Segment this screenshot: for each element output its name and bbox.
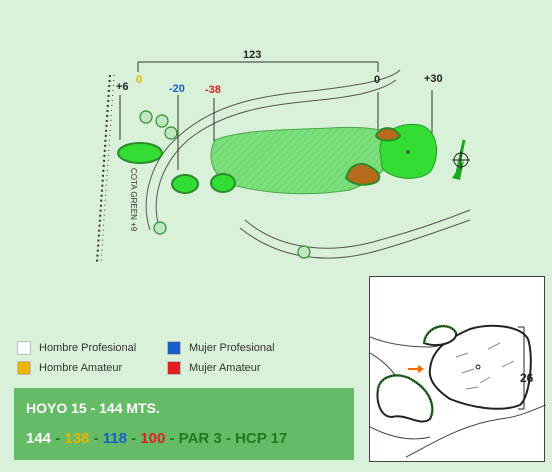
cart-path — [145, 69, 401, 231]
legend-swatch — [17, 341, 31, 355]
separator: - — [51, 430, 65, 447]
green-detail-inset: 26 — [369, 276, 547, 462]
tee-red — [210, 173, 236, 193]
legend-item: Mujer Amateur — [167, 361, 261, 375]
out-of-bounds-line — [96, 74, 115, 263]
bunker-left — [374, 127, 402, 142]
compass-icon — [452, 151, 470, 169]
legend-swatch — [167, 361, 181, 375]
legend-label: Hombre Amateur — [39, 362, 123, 374]
bunker-front — [344, 162, 381, 186]
tee-lady-pro-label: -20 — [169, 83, 185, 95]
detail-arrow-icon — [408, 365, 424, 373]
legend-swatch — [167, 341, 181, 355]
legend-label: Mujer Profesional — [189, 342, 275, 354]
green-depth-label: 26 — [520, 371, 534, 385]
women-pro-distance: 118 — [102, 430, 127, 447]
women-amateur-distance: 100 — [140, 430, 166, 447]
men-amateur-distance: 138 — [64, 430, 90, 447]
legend-item: Hombre Amateur — [17, 361, 122, 375]
legend-swatch — [17, 361, 31, 375]
separator: - — [221, 430, 236, 447]
legend-item: Mujer Profesional — [167, 341, 275, 355]
tee-blue — [171, 174, 199, 194]
par-label: PAR 3 — [178, 430, 222, 447]
hcp-label: HCP 17 — [235, 430, 288, 447]
green-back-label: +30 — [424, 73, 443, 85]
hole-yardage-line: 144 - 138 - 118 - 100 - PAR 3 - HCP 17 — [26, 430, 287, 447]
hole-info-box: HOYO 15 - 144 MTS. 144 - 138 - 118 - 100… — [14, 388, 354, 460]
men-pro-distance: 144 — [26, 430, 52, 447]
green-detail-drawing: 26 — [369, 324, 547, 458]
tee-white-pro-label: +6 — [116, 81, 129, 93]
green-elevation-label: COTA GREEN +9 — [129, 168, 138, 232]
legend-label: Hombre Profesional — [39, 342, 137, 354]
legend-label: Mujer Amateur — [189, 362, 261, 374]
total-distance-label: 123 — [243, 49, 261, 61]
tee-white — [117, 142, 163, 164]
hole-title: HOYO 15 - 144 MTS. — [26, 400, 160, 416]
green-front-label: 0 — [374, 74, 380, 86]
trees — [139, 110, 311, 259]
tee-lady-amateur-label: -38 — [205, 84, 221, 96]
legend-item: Hombre Profesional — [17, 341, 136, 355]
separator: - — [89, 430, 103, 447]
separator: - — [126, 430, 141, 447]
detail-bunker-left — [376, 374, 434, 423]
separator: - — [165, 430, 179, 447]
tee-amateur-label: 0 — [136, 74, 142, 86]
